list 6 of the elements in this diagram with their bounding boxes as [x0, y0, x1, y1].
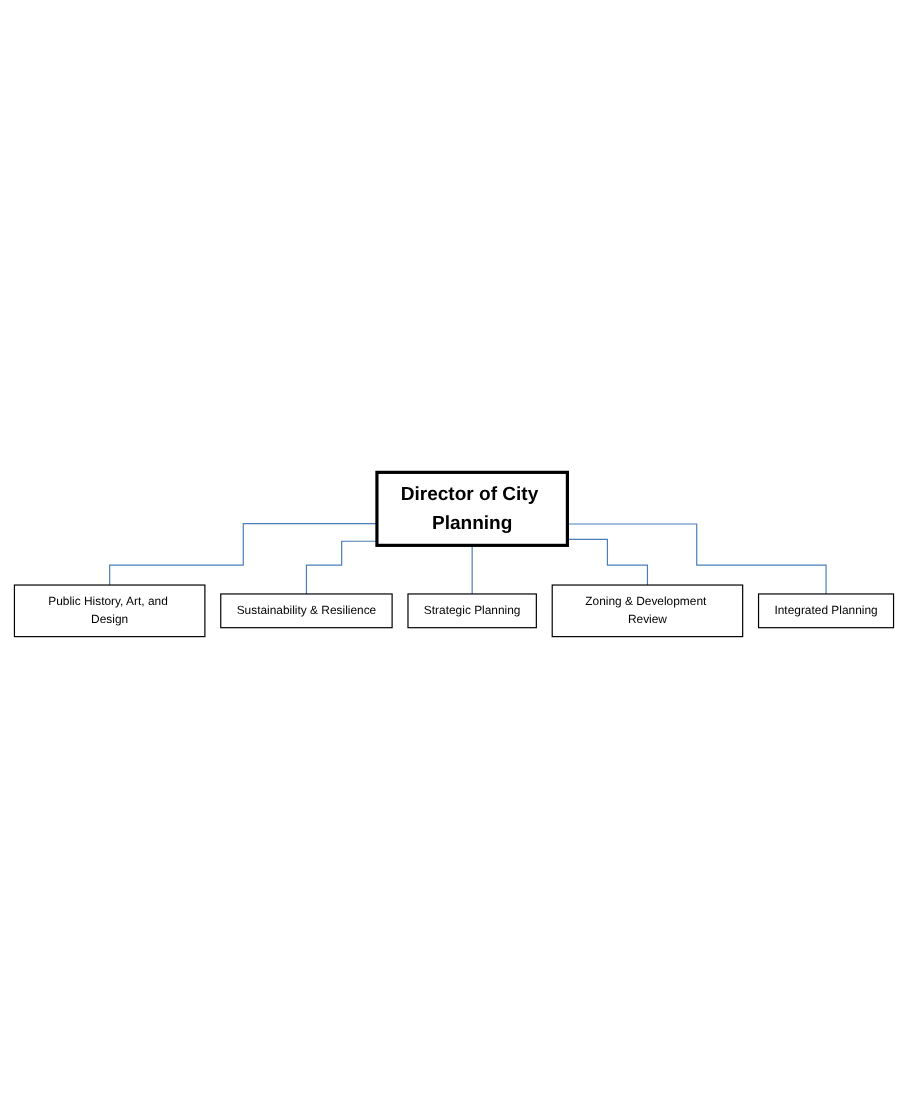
connector — [566, 538, 649, 586]
connector — [566, 522, 827, 595]
node-box: Director of City Planning — [375, 470, 569, 547]
connector — [109, 522, 378, 586]
connector — [471, 544, 473, 595]
connector — [305, 540, 378, 595]
